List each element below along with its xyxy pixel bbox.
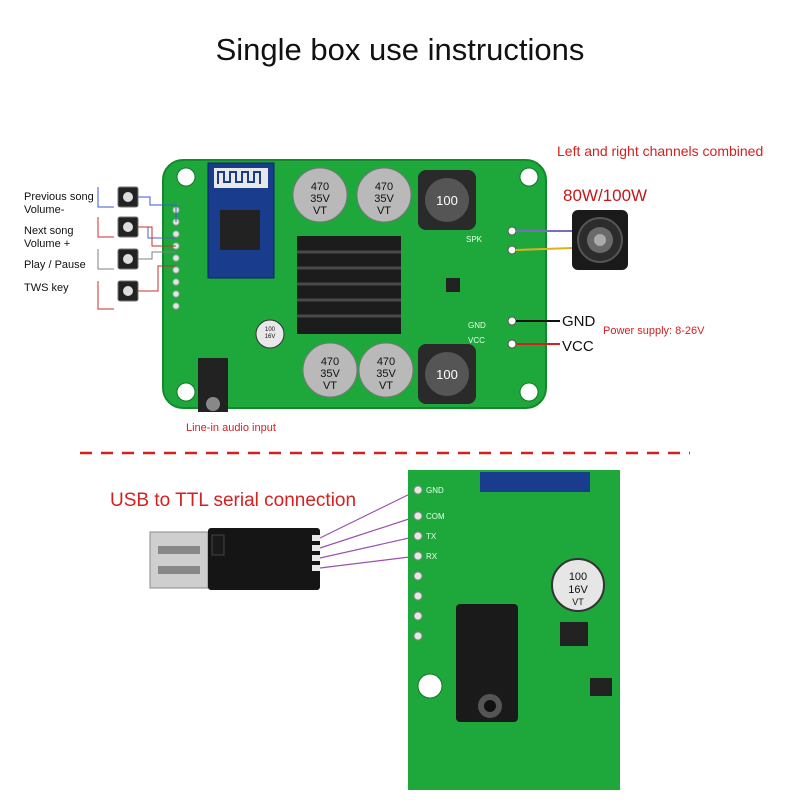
button-label-play: Play / Pause bbox=[24, 259, 86, 271]
svg-text:35V: 35V bbox=[376, 368, 396, 380]
push-buttons bbox=[97, 186, 177, 310]
svg-text:470: 470 bbox=[377, 356, 395, 368]
page-title: Single box use instructions bbox=[215, 32, 585, 67]
speaker-note: Left and right channels combined bbox=[557, 143, 764, 159]
button-label-next: Next song Volume + bbox=[24, 225, 74, 250]
svg-text:35V: 35V bbox=[320, 368, 340, 380]
board-closeup: GND COM TX RX 100 16V VT bbox=[408, 470, 620, 790]
button-label-tws: TWS key bbox=[24, 282, 69, 294]
svg-text:VT: VT bbox=[377, 205, 391, 217]
svg-text:VCC: VCC bbox=[468, 336, 485, 345]
usb-ttl-adapter bbox=[149, 528, 320, 590]
svg-text:100: 100 bbox=[265, 327, 276, 333]
svg-text:COM: COM bbox=[426, 512, 445, 521]
svg-text:100: 100 bbox=[436, 367, 458, 382]
cap-label: 470 bbox=[311, 181, 329, 193]
power-supply-label: Power supply: 8-26V bbox=[603, 325, 705, 337]
svg-text:35V: 35V bbox=[310, 193, 330, 205]
gnd-label: GND bbox=[562, 313, 596, 330]
svg-text:470: 470 bbox=[375, 181, 393, 193]
svg-text:16V: 16V bbox=[568, 584, 588, 596]
svg-text:GND: GND bbox=[468, 321, 486, 330]
speaker-rating: 80W/100W bbox=[563, 186, 648, 205]
svg-text:35V: 35V bbox=[374, 193, 394, 205]
svg-text:GND: GND bbox=[426, 486, 444, 495]
svg-text:100: 100 bbox=[569, 571, 587, 583]
svg-text:470: 470 bbox=[321, 356, 339, 368]
svg-text:VT: VT bbox=[572, 597, 584, 607]
button-label-previous: Previous song Volume- bbox=[24, 191, 94, 216]
svg-text:16V: 16V bbox=[265, 334, 276, 340]
vcc-label: VCC bbox=[562, 338, 594, 355]
svg-text:VT: VT bbox=[313, 205, 327, 217]
svg-text:SPK: SPK bbox=[466, 235, 483, 244]
svg-text:VT: VT bbox=[379, 380, 393, 392]
svg-text:VT: VT bbox=[323, 380, 337, 392]
speaker-icon bbox=[572, 210, 628, 270]
svg-text:RX: RX bbox=[426, 552, 438, 561]
svg-text:TX: TX bbox=[426, 532, 437, 541]
line-in-label: Line-in audio input bbox=[186, 422, 276, 434]
inductor-label: 100 bbox=[436, 193, 458, 208]
usb-ttl-title: USB to TTL serial connection bbox=[110, 490, 357, 511]
